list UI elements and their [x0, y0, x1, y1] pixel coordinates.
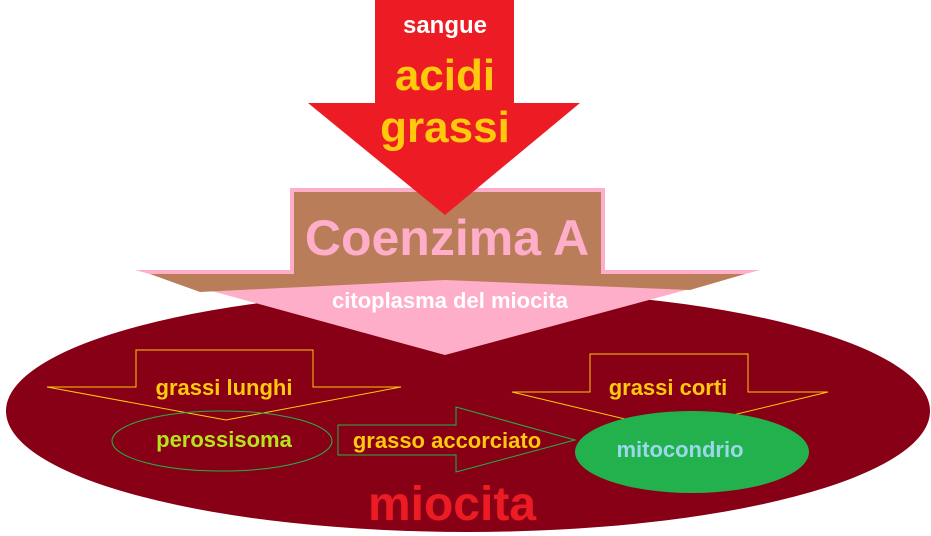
label-acidi: acidi — [395, 51, 495, 100]
label-grasso-accorciato: grasso accorciato — [353, 428, 541, 453]
label-perossisoma: perossisoma — [156, 427, 292, 452]
label-sangue: sangue — [403, 12, 487, 39]
perossisoma-ellipse — [111, 410, 333, 472]
label-grassi-lunghi: grassi lunghi — [156, 375, 293, 400]
label-grassi: grassi — [380, 103, 510, 152]
label-grassi-corti: grassi corti — [609, 375, 728, 400]
shortened-fat-arrow — [337, 406, 577, 473]
short-fats-arrow — [511, 353, 829, 431]
label-coenzima: Coenzima A — [305, 210, 589, 266]
mitocondrio-ellipse — [575, 411, 809, 493]
label-mitocondrio: mitocondrio — [616, 437, 743, 462]
blood-arrow — [308, 0, 580, 215]
label-citoplasma: citoplasma del miocita — [332, 288, 569, 313]
long-fats-arrow — [46, 349, 402, 421]
label-miocita: miocita — [368, 478, 536, 531]
coenzima-arrow — [135, 188, 760, 355]
